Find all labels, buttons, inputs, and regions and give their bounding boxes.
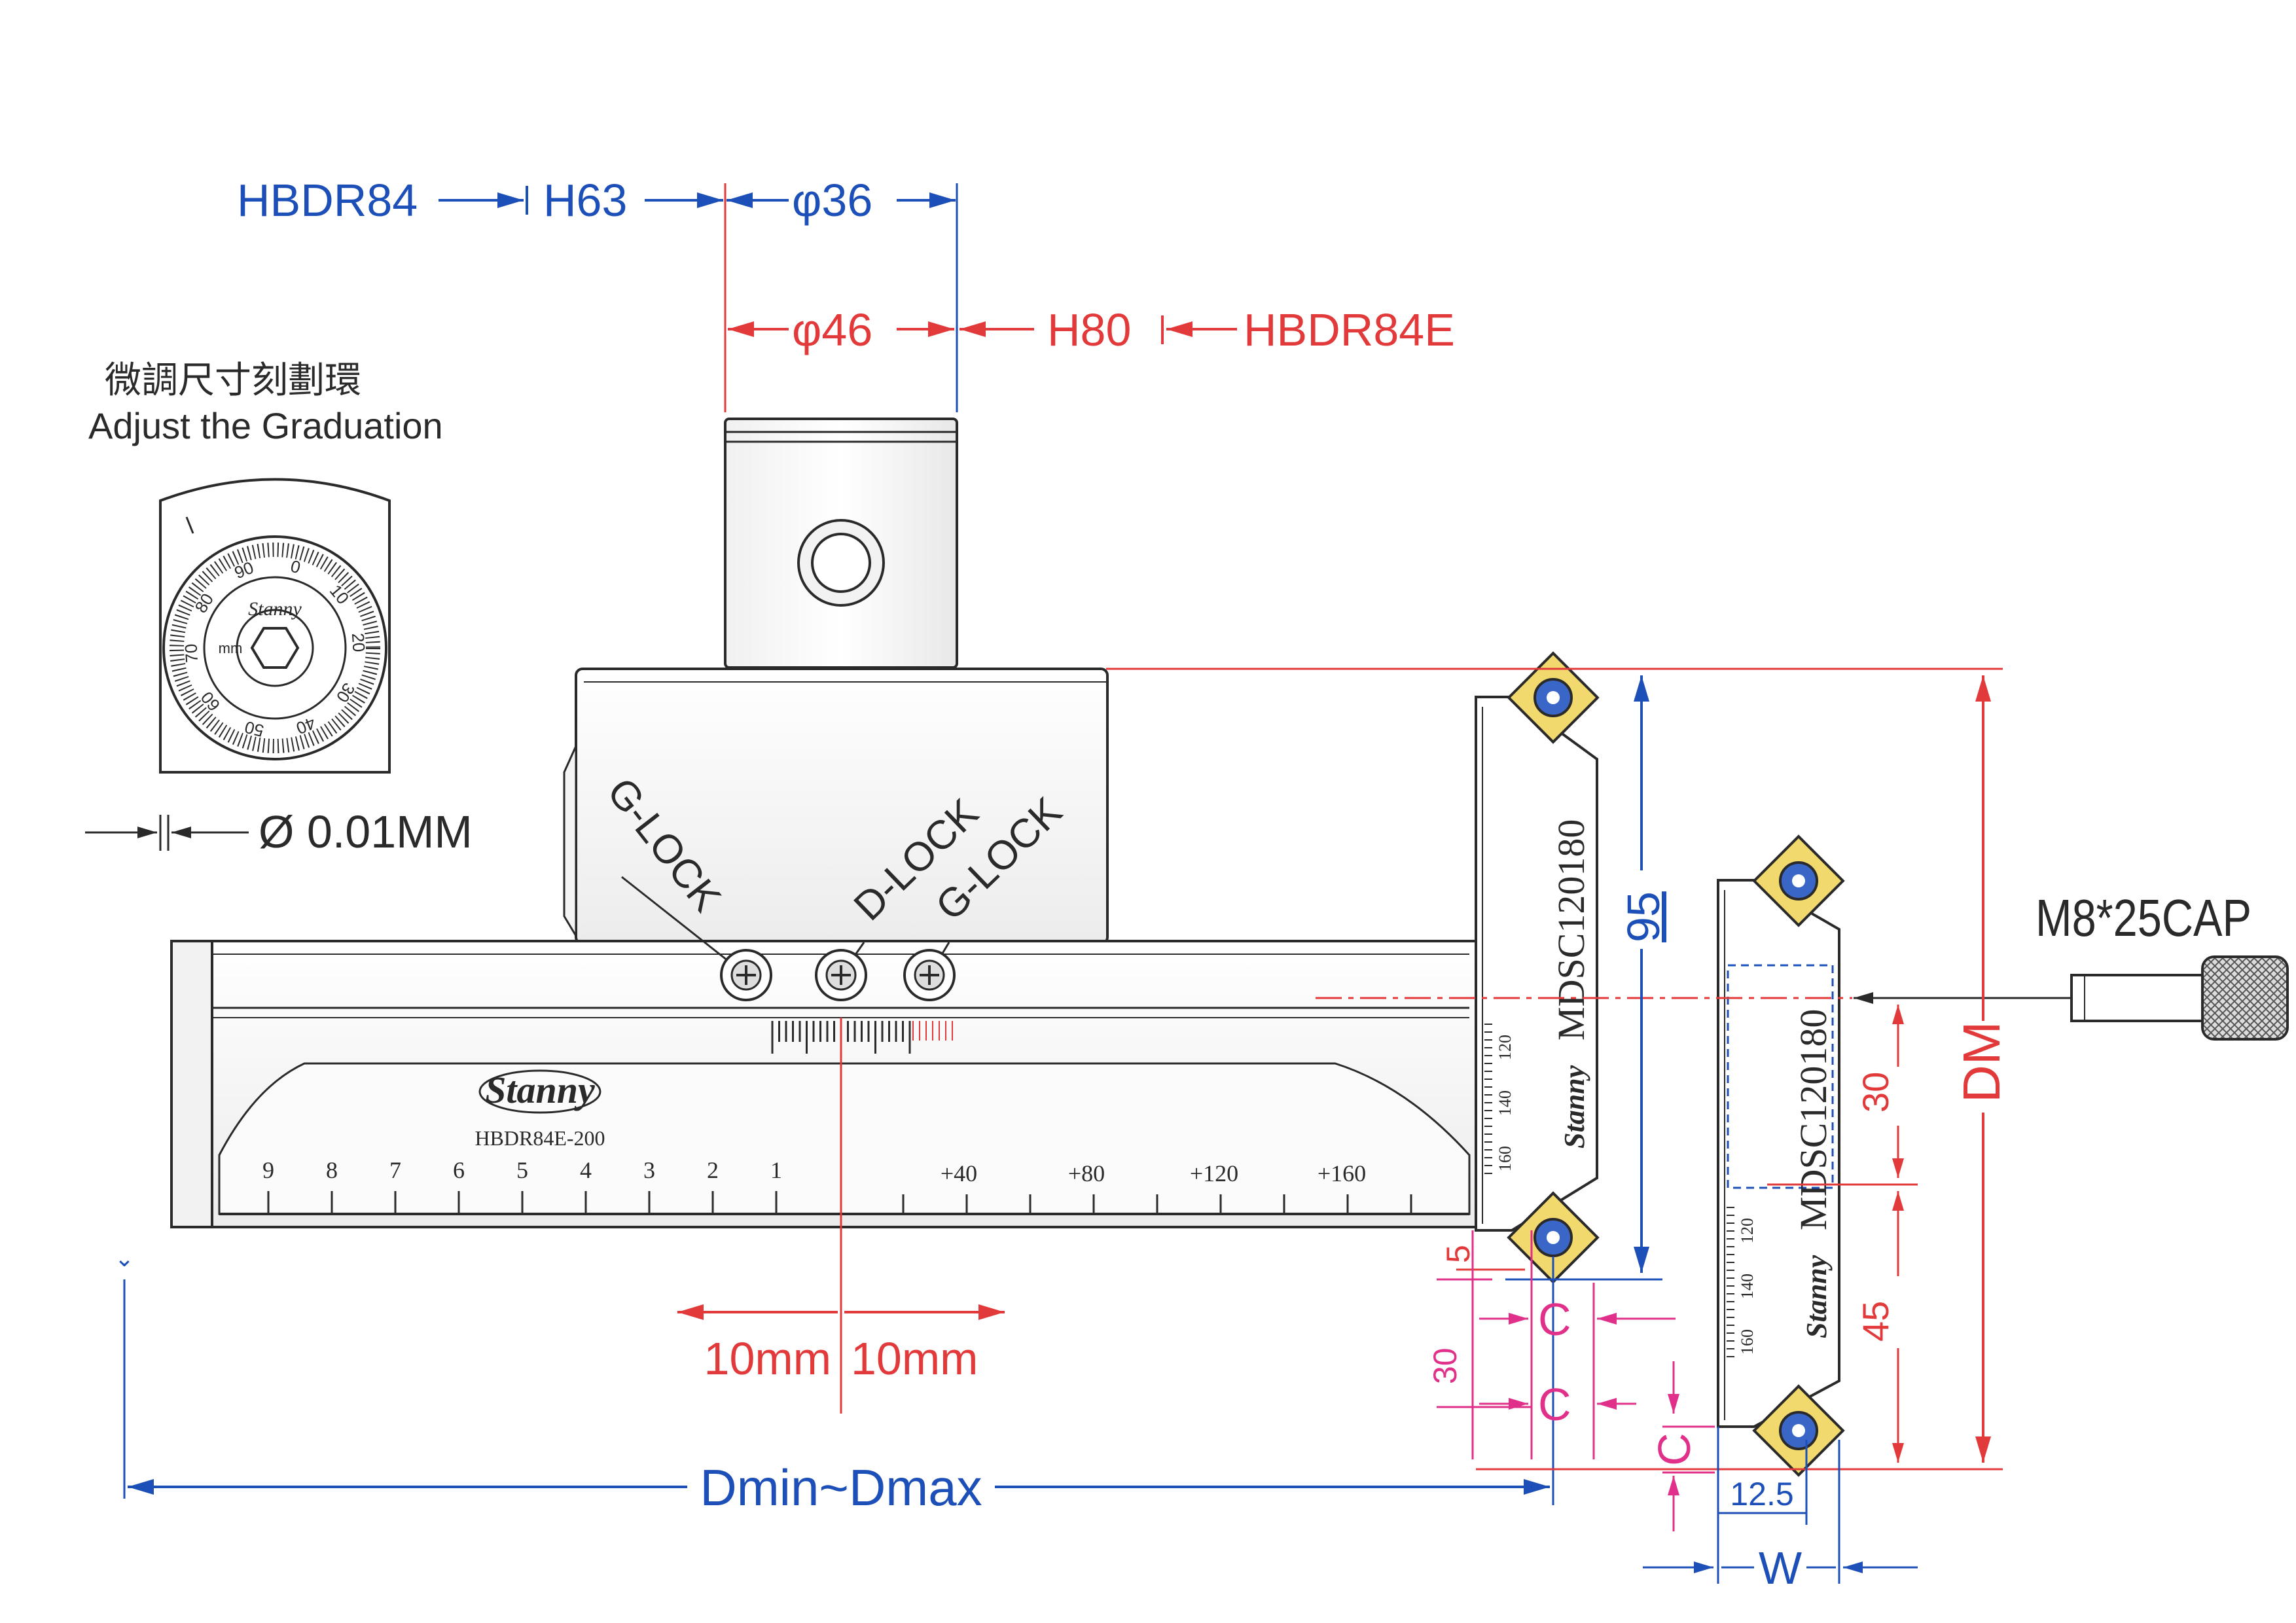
dm-label: DM (1952, 1022, 2011, 1103)
scale-label-left: 7 (389, 1157, 401, 1183)
dim-c3-12-5-w: C 12.5 W (1643, 1361, 1918, 1594)
scale-label-right: +160 (1318, 1160, 1366, 1186)
dial-number: 70 (181, 643, 202, 664)
holder-scale-label: 160 (1496, 1146, 1515, 1171)
phi36-label: φ36 (792, 175, 872, 226)
bar-end-cap (170, 940, 213, 1228)
dial-index-mark (185, 516, 194, 534)
lock-screw-1[interactable] (720, 949, 772, 1001)
dial-number: 50 (243, 717, 266, 741)
holder-1-code: MDSC120180 (1550, 819, 1592, 1041)
graduation-title-en: Adjust the Graduation (88, 405, 443, 446)
dmin-ext-mark: ⌄ (115, 1245, 134, 1272)
scale-label-left: 5 (516, 1157, 528, 1183)
lock-leader-1 (621, 876, 747, 976)
holder-1-brand: Stanny (1558, 1065, 1590, 1149)
cap-screw: M8*25CAP (1854, 889, 2289, 1041)
top-dimension-group: HBDR84 H63 φ36 φ46 H80 HBDR84E (237, 175, 1455, 412)
dim-dm: DM (1476, 675, 2011, 1471)
ten-mm-left: 10mm (704, 1333, 831, 1384)
scale-label-right: +120 (1190, 1160, 1238, 1186)
scale-label-right: +80 (1068, 1160, 1105, 1186)
holder-2-code: MDSC120180 (1792, 1009, 1835, 1230)
insert-top-2 (1752, 834, 1845, 927)
bar-scale-left: 9 8 7 6 5 4 3 2 1 (262, 1157, 782, 1214)
scale-label-left: 6 (453, 1157, 465, 1183)
insert-bottom-2 (1752, 1384, 1845, 1477)
dim5-label: 5 (1440, 1245, 1477, 1263)
scale-label-right: +40 (941, 1160, 977, 1186)
bar-minor-ticks (902, 1194, 1412, 1214)
dim-30-45-right: 30 45 (1767, 1005, 1918, 1463)
holder-scale-label: 140 (1496, 1090, 1515, 1116)
dim45-label: 45 (1855, 1301, 1896, 1342)
h63-label: H63 (543, 175, 627, 226)
scale-label-left: 9 (262, 1157, 274, 1183)
holder-2-brand: Stanny (1801, 1255, 1833, 1338)
dial-number: 0 (289, 556, 302, 578)
shank (724, 418, 958, 669)
dmin-dmax-dim: ⌄ Dmin~Dmax (115, 1245, 1554, 1516)
brand-oval (478, 1069, 601, 1114)
bar-scale-right: +40 +80 +120 +160 (941, 1160, 1366, 1186)
phi46-label: φ46 (792, 304, 872, 355)
holder-scale-label: 160 (1738, 1329, 1757, 1355)
coolant-hole-inner (811, 533, 871, 593)
dial-brand: Stanny (248, 598, 302, 620)
hbdr84e-label: HBDR84E (1244, 304, 1455, 355)
graduation-title-cn: 微調尺寸刻劃環 (105, 359, 361, 402)
dim30-right-label: 30 (1855, 1072, 1896, 1113)
graduation-detail: 微調尺寸刻劃環 Adjust the Graduation Stanny mm … (85, 359, 473, 857)
dial-unit: mm (219, 640, 243, 656)
dmin-dmax-label: Dmin~Dmax (700, 1459, 982, 1516)
bar-recess (218, 1062, 1471, 1215)
resolution-label: Ø 0.01MM (259, 806, 473, 857)
dial-number: 20 (348, 632, 369, 652)
dim-5-30-c-left: 5 30 C C (1427, 1230, 1676, 1459)
c1-label: C (1538, 1294, 1571, 1345)
scale-label-left: 4 (580, 1157, 592, 1183)
dim12-5-label: 12.5 (1730, 1476, 1793, 1512)
holder-scale-label: 120 (1496, 1035, 1515, 1060)
holder-scale-label: 140 (1738, 1274, 1757, 1299)
holder-1-scale: 120 140 160 (1484, 1024, 1515, 1174)
lock-screw-3[interactable] (903, 949, 956, 1001)
scale-label-left: 8 (326, 1157, 338, 1183)
holder-2-hidden-pocket (1727, 964, 1834, 1189)
hex-socket-icon (250, 627, 300, 669)
dim30-left-label: 30 (1427, 1347, 1463, 1384)
lock-screw-2[interactable] (815, 949, 867, 1001)
scale-label-left: 1 (770, 1157, 782, 1183)
insert-top-1 (1507, 651, 1600, 744)
holder-scale-label: 120 (1738, 1218, 1757, 1243)
bar-model: HBDR84E-200 (475, 1126, 605, 1150)
h80-label: H80 (1047, 304, 1131, 355)
c3-label: C (1649, 1433, 1700, 1466)
scale-label-left: 2 (707, 1157, 719, 1183)
cap-screw-thread (2070, 974, 2204, 1022)
w-label: W (1759, 1543, 1802, 1594)
hbdr84-label: HBDR84 (237, 175, 418, 226)
ten-mm-dims: 10mm 10mm (677, 1304, 1005, 1384)
c2-label: C (1538, 1379, 1571, 1430)
holder-2-scale: 120 140 160 (1727, 1207, 1757, 1357)
cap-screw-head (2201, 955, 2289, 1041)
dim95-label: 95 (1618, 891, 1669, 942)
scale-label-left: 3 (643, 1157, 655, 1183)
ten-mm-right: 10mm (851, 1333, 978, 1384)
m8-label: M8*25CAP (2036, 889, 2251, 947)
insert-holder-2: MDSC120180 Stanny 120 140 160 (1717, 834, 1845, 1477)
side-dial-stub (563, 745, 577, 940)
insert-holder-1: MDSC120180 Stanny 120 140 160 (1475, 651, 1600, 1284)
dial-ticks (170, 543, 380, 753)
